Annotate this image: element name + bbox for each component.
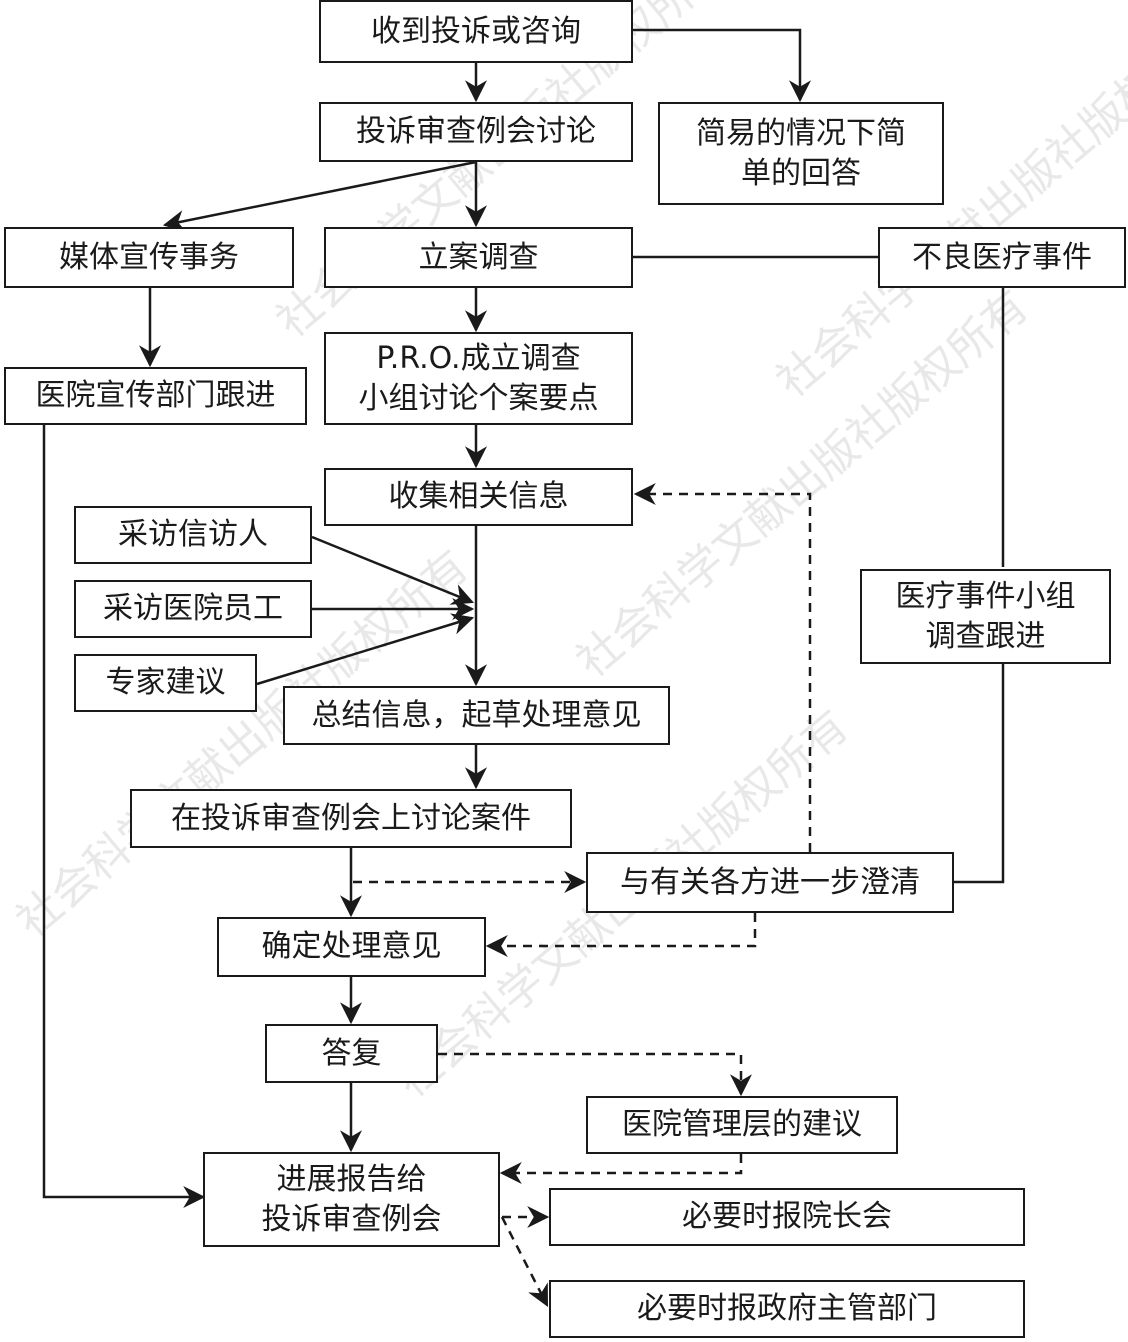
node-interview-petitioner-label: 采访信访人 [118, 517, 268, 552]
node-clarify: 与有关各方进一步澄清 [586, 852, 954, 913]
node-report-president: 必要时报院长会 [549, 1188, 1025, 1246]
node-collect-info-label: 收集相关信息 [388, 479, 569, 514]
node-media-label: 媒体宣传事务 [59, 239, 239, 275]
node-management-advice: 医院管理层的建议 [586, 1096, 898, 1154]
node-clarify-label: 与有关各方进一步澄清 [620, 864, 920, 900]
node-medical-team-line1: 医疗事件小组 [895, 578, 1076, 614]
node-file-case-label: 立案调查 [418, 239, 539, 275]
node-discuss-case: 在投诉审查例会上讨论案件 [130, 789, 572, 848]
node-pro-team: P.R.O.成立调查 小组讨论个案要点 [324, 332, 633, 425]
node-expert-advice: 专家建议 [74, 654, 257, 712]
node-interview-staff-label: 采访医院员工 [103, 591, 283, 626]
node-report-government: 必要时报政府主管部门 [549, 1280, 1025, 1338]
line-medical-team-to-clarify [954, 664, 1005, 884]
arrow-petitioner [311, 535, 475, 605]
node-pro-line1: P.R.O.成立调查 [376, 340, 581, 376]
node-meeting-discuss: 投诉审查例会讨论 [319, 102, 633, 162]
dashed-clarify-to-collect [633, 483, 812, 852]
node-receive: 收到投诉或咨询 [319, 0, 633, 63]
node-simple-reply: 简易的情况下简 单的回答 [658, 102, 944, 205]
node-summarize-label: 总结信息，起草处理意见 [311, 697, 642, 733]
node-pro-line2: 小组讨论个案要点 [358, 380, 599, 416]
node-simple-reply-line2: 单的回答 [741, 155, 861, 191]
arrow-receive-to-simple-reply [633, 28, 811, 103]
node-interview-staff: 采访医院员工 [74, 580, 312, 638]
node-progress-line1: 进展报告给 [276, 1161, 427, 1197]
node-management-advice-label: 医院管理层的建议 [622, 1107, 862, 1142]
node-hospital-pr: 医院宣传部门跟进 [4, 367, 307, 425]
node-medical-team: 医疗事件小组 调查跟进 [860, 569, 1111, 664]
dashed-management-to-progress [499, 1154, 743, 1184]
dashed-clarify-to-confirm [485, 913, 757, 957]
node-meeting-discuss-label: 投诉审查例会讨论 [356, 114, 596, 149]
node-adverse-event: 不良医疗事件 [878, 227, 1126, 288]
node-progress-line2: 投诉审查例会 [261, 1201, 442, 1237]
arrow-pr-to-progress [42, 425, 206, 1208]
node-summarize: 总结信息，起草处理意见 [283, 686, 670, 745]
node-receive-label: 收到投诉或咨询 [371, 13, 581, 49]
node-file-case: 立案调查 [324, 227, 633, 288]
node-discuss-case-label: 在投诉审查例会上讨论案件 [171, 800, 531, 836]
node-interview-petitioner: 采访信访人 [74, 506, 312, 564]
node-confirm-opinion: 确定处理意见 [217, 917, 486, 977]
arrow-meeting-to-media [162, 160, 477, 232]
node-collect-info: 收集相关信息 [324, 468, 633, 526]
node-confirm-opinion-label: 确定处理意见 [261, 929, 442, 964]
node-simple-reply-line1: 简易的情况下简 [696, 115, 906, 151]
node-reply-label: 答复 [321, 1035, 382, 1071]
node-reply: 答复 [265, 1024, 438, 1083]
node-expert-advice-label: 专家建议 [105, 665, 226, 700]
node-report-president-label: 必要时报院长会 [682, 1199, 892, 1234]
node-hospital-pr-label: 医院宣传部门跟进 [35, 378, 276, 413]
dashed-reply-to-management [438, 1052, 752, 1097]
dashed-to-report-government [500, 1216, 549, 1307]
arrow-expert [256, 613, 475, 686]
node-medical-team-line2: 调查跟进 [925, 618, 1046, 654]
node-report-government-label: 必要时报政府主管部门 [637, 1291, 937, 1326]
node-adverse-event-label: 不良医疗事件 [912, 239, 1092, 275]
node-progress-report: 进展报告给 投诉审查例会 [203, 1152, 500, 1247]
node-media: 媒体宣传事务 [4, 227, 294, 288]
